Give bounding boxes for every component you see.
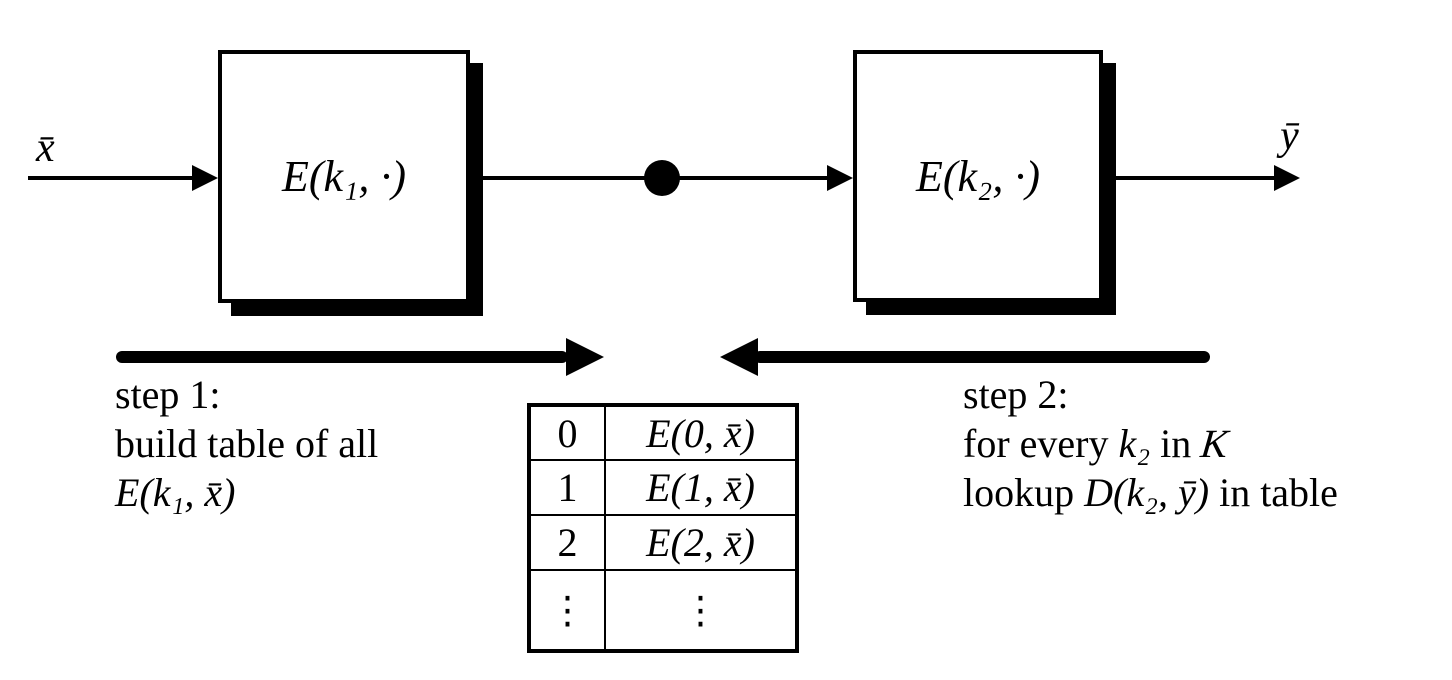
step1-text-block: step 1: build table of all E(k₁, x̄) xyxy=(115,370,378,517)
step1-line1: step 1: xyxy=(115,372,221,417)
step2-line2-mid: in xyxy=(1150,421,1202,466)
encryption-box-1-label: E(k₁, ·) xyxy=(281,152,406,201)
table-row: 2 E(2, x̄) xyxy=(528,514,798,571)
step2-line3-post: in table xyxy=(1209,470,1338,515)
output-arrow-line xyxy=(1110,176,1274,180)
output-arrowhead-icon xyxy=(1274,165,1300,191)
input-arrowhead-icon xyxy=(192,165,218,191)
table-cell-key: 2 xyxy=(528,514,606,571)
step1-line2: build table of all xyxy=(115,421,379,466)
table-cell-value: ⋮ xyxy=(604,569,798,652)
encryption-box-2-label: E(k₂, ·) xyxy=(915,151,1040,201)
table-cell-key: 0 xyxy=(528,404,606,461)
step2-line3: lookup D(k₂, ȳ) in table xyxy=(963,468,1338,517)
table-cell-value: E(1, x̄) xyxy=(604,459,798,516)
encryption-box-2: E(k₂, ·) xyxy=(853,50,1103,302)
input-label: x̄ xyxy=(36,125,55,171)
step2-line2-pre: for every xyxy=(963,421,1119,466)
step1-line3: E(k₁, x̄) xyxy=(115,470,236,515)
step2-line2-keyspace: K xyxy=(1198,421,1231,466)
encryption-box-1: E(k₁, ·) xyxy=(218,50,470,303)
output-label: ȳ xyxy=(1280,113,1299,159)
table-cell-value: E(0, x̄) xyxy=(604,404,798,461)
step2-line2: for every k₂ in K xyxy=(963,419,1338,468)
step2-line1: step 2: xyxy=(963,372,1069,417)
step2-text-block: step 2: for every k₂ in K lookup D(k₂, ȳ… xyxy=(963,370,1338,517)
middle-arrowhead-icon xyxy=(827,165,853,191)
step2-line3-expr: D(k₂, ȳ) xyxy=(1084,470,1210,515)
table-row: ⋮ ⋮ xyxy=(528,569,798,652)
junction-dot xyxy=(644,160,680,196)
step1-arrowhead-icon xyxy=(566,338,604,376)
table-row: 0 E(0, x̄) xyxy=(528,404,798,461)
table-cell-key: 1 xyxy=(528,459,606,516)
step2-line3-pre: lookup xyxy=(963,470,1085,515)
step2-line2-key: k₂ xyxy=(1118,421,1151,466)
step2-arrowhead-icon xyxy=(720,338,758,376)
lookup-table: 0 E(0, x̄) 1 E(1, x̄) 2 E(2, x̄) ⋮ ⋮ xyxy=(527,403,799,653)
table-row: 1 E(1, x̄) xyxy=(528,459,798,516)
step1-arrow-line xyxy=(116,351,568,363)
table-cell-key: ⋮ xyxy=(528,569,606,652)
input-arrow-line xyxy=(28,176,192,180)
step2-arrow-line xyxy=(754,351,1210,363)
table-cell-value: E(2, x̄) xyxy=(604,514,798,571)
